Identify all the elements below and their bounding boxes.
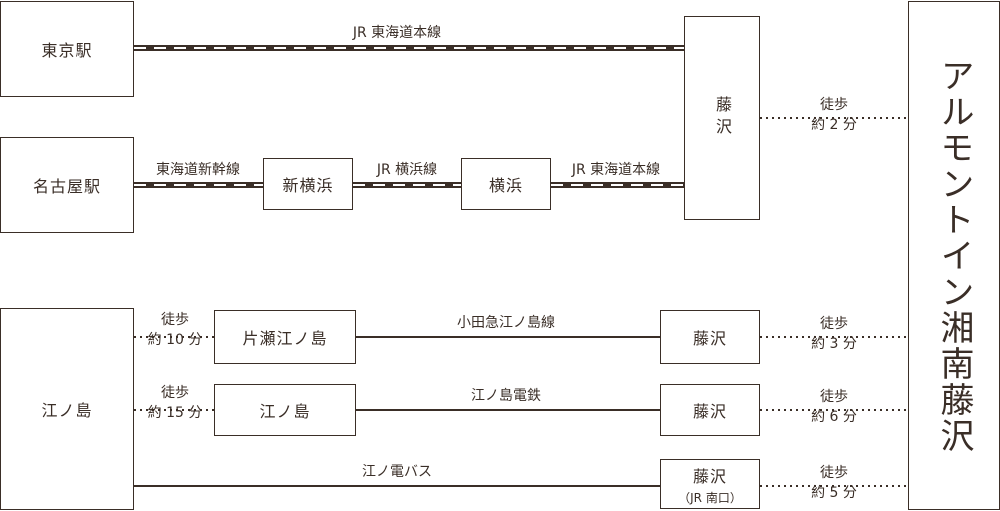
- label-jr-tokaido-mid: JR 東海道本線: [571, 162, 661, 178]
- station-shin-yokohama: 新横浜: [263, 158, 353, 210]
- label-odakyu: 小田急江ノ島線: [457, 315, 555, 331]
- walk-paths: [134, 117, 908, 487]
- walk-enoshima-enoden: 徒歩 約 15 分: [147, 385, 203, 421]
- station-fujisawa-enoden: 藤沢: [660, 384, 760, 436]
- walk-fujisawa-enoden: 徒歩 約 6 分: [811, 389, 857, 425]
- walk-fujisawa-odakyu: 徒歩 約 3 分: [811, 316, 857, 352]
- label-jr-tokaido-top: JR 東海道本線: [352, 25, 442, 41]
- station-enoshima-enoden: 江ノ島: [214, 384, 356, 436]
- station-fujisawa-odakyu: 藤沢: [660, 310, 760, 364]
- station-fujisawa-bus: 藤沢 （JR 南口）: [660, 459, 760, 509]
- label-enoden: 江ノ島電鉄: [471, 388, 541, 404]
- station-fujisawa-jr: 藤沢: [684, 16, 760, 220]
- station-yokohama: 横浜: [461, 158, 551, 210]
- label-bus: 江ノ電バス: [362, 464, 432, 480]
- walk-katase-enoshima: 徒歩 約 10 分: [147, 312, 203, 348]
- station-katase-enoshima: 片瀬江ノ島: [214, 310, 356, 364]
- label-tokaido-shinkansen: 東海道新幹線: [156, 162, 240, 178]
- station-tokyo: 東京駅: [0, 1, 134, 97]
- walk-fujisawa-jr: 徒歩 約 2 分: [811, 97, 857, 133]
- walk-fujisawa-bus: 徒歩 約 5 分: [811, 465, 857, 501]
- label-jr-yokohama: JR 横浜線: [376, 162, 438, 178]
- station-nagoya: 名古屋駅: [0, 137, 134, 233]
- destination-hotel: アルモントイン湘南藤沢: [908, 1, 1000, 510]
- station-enoshima: 江ノ島: [0, 308, 134, 510]
